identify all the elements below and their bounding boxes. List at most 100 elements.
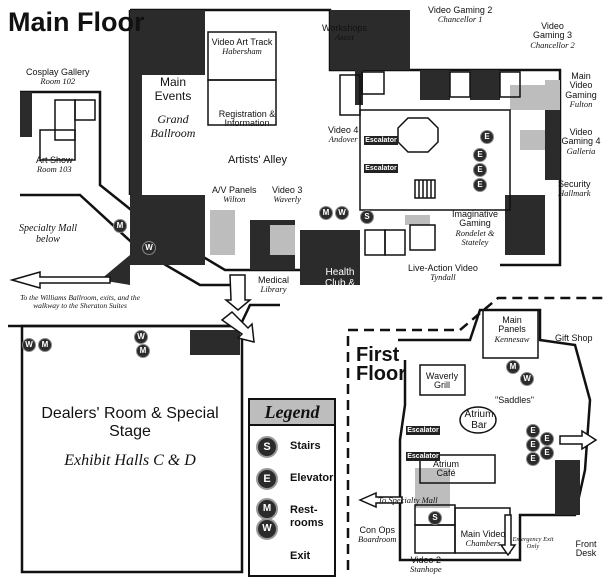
room-main-panels: Main Panels Kennesaw bbox=[488, 315, 536, 344]
room-con-ops: Con Ops Boardroom bbox=[358, 525, 397, 545]
elevator-icon: E bbox=[526, 424, 540, 438]
stairs-icon: S bbox=[256, 436, 278, 458]
room-name: Main Panels bbox=[498, 315, 526, 335]
room-name: Video Gaming 2 bbox=[428, 5, 493, 15]
room-workshops: Workshops Ascot bbox=[322, 23, 367, 43]
room-venue: Room 102 bbox=[40, 76, 76, 87]
room-imaginative-gaming: Imaginative Gaming Rondelet & Stateley bbox=[445, 209, 505, 247]
restroom-women-icon: W bbox=[142, 241, 156, 255]
room-video-gaming-2: Video Gaming 2 Chancellor 1 bbox=[428, 5, 493, 25]
room-venue: Galleria bbox=[566, 145, 596, 156]
room-av-panels: A/V Panels Wilton bbox=[212, 185, 257, 204]
room-registration: Registration & Information bbox=[218, 109, 276, 129]
room-video-gaming-3: Video Gaming 3 Chancellor 2 bbox=[525, 21, 580, 50]
main-floor-title: Main Floor bbox=[8, 7, 145, 37]
room-medical: Medical Library bbox=[258, 275, 290, 294]
restroom-women-icon: W bbox=[134, 330, 148, 344]
restroom-men-icon: M bbox=[319, 206, 333, 220]
room-name: Imaginative Gaming bbox=[451, 209, 499, 229]
room-name: Video 3 bbox=[272, 185, 303, 195]
escalator-label: Escalator bbox=[406, 452, 440, 461]
room-cosplay-gallery: Cosplay Gallery Room 102 bbox=[26, 67, 90, 87]
elevator-icon: E bbox=[473, 148, 487, 162]
room-video-4: Video 4 Andover bbox=[328, 125, 359, 145]
room-security: Security Hallmark bbox=[558, 179, 591, 199]
room-venue: Hallmark bbox=[558, 188, 591, 199]
room-name: Medical bbox=[258, 275, 290, 285]
room-name: A/V Panels bbox=[212, 185, 257, 195]
room-name: Main Events bbox=[154, 75, 192, 104]
specialty-mall-note: Specialty Mall below bbox=[18, 223, 78, 245]
room-gift-shop: Gift Shop bbox=[555, 333, 593, 343]
room-health-club: Health Club & Pool bbox=[324, 267, 355, 299]
elevator-icon: E bbox=[540, 446, 554, 460]
room-front-desk: Front Desk bbox=[575, 539, 597, 559]
room-name: Video 4 bbox=[328, 125, 359, 135]
legend: Legend S Stairs E Elevator M W Rest-room… bbox=[248, 398, 336, 577]
restroom-women-icon: W bbox=[256, 518, 278, 540]
emergency-exit-note: Emergency Exit Only bbox=[512, 536, 554, 551]
restroom-women-icon: W bbox=[335, 206, 349, 220]
restroom-men-icon: M bbox=[38, 338, 52, 352]
room-name: Main Video bbox=[460, 529, 506, 539]
room-venue: Chancellor 2 bbox=[530, 39, 575, 50]
room-main-video-gaming: Main Video Gaming Fulton bbox=[560, 71, 602, 109]
room-name: Dealers' Room & Special Stage bbox=[41, 405, 219, 441]
room-artists-alley: Artists' Alley bbox=[228, 154, 287, 166]
room-name: Cosplay Gallery bbox=[26, 67, 90, 77]
room-venue: Habersham bbox=[222, 46, 262, 57]
room-venue: Andover bbox=[328, 134, 358, 145]
room-venue: Rondelet & Stateley bbox=[455, 227, 495, 247]
room-name: Video Art Track bbox=[211, 37, 273, 47]
escalator-label: Escalator bbox=[364, 164, 398, 173]
elevator-icon: E bbox=[473, 163, 487, 177]
escalator-label: Escalator bbox=[406, 426, 440, 435]
room-video-3: Video 3 Waverly bbox=[272, 185, 303, 205]
restroom-men-icon: M bbox=[506, 360, 520, 374]
room-venue: Boardroom bbox=[358, 534, 397, 545]
restroom-men-icon: M bbox=[136, 344, 150, 358]
room-venue: Chambers bbox=[465, 538, 501, 549]
restroom-women-icon: W bbox=[520, 372, 534, 386]
room-venue: Stanhope bbox=[410, 564, 442, 575]
room-venue: Waverly bbox=[273, 194, 301, 205]
room-venue: Kennesaw bbox=[494, 333, 530, 344]
legend-exit-label: Exit bbox=[290, 550, 311, 562]
room-saddles: "Saddles" bbox=[495, 395, 534, 405]
room-live-action-video: Live-Action Video Tyndall bbox=[408, 263, 478, 283]
escalator-label: Escalator bbox=[364, 136, 398, 145]
room-name: Video Gaming 4 bbox=[561, 127, 601, 147]
elevator-icon: E bbox=[473, 178, 487, 192]
restroom-men-icon: M bbox=[256, 498, 278, 520]
room-atrium-bar: Atrium Bar bbox=[464, 409, 494, 431]
elevator-icon: E bbox=[480, 130, 494, 144]
legend-elevator-label: Elevator bbox=[290, 472, 334, 484]
legend-title: Legend bbox=[250, 400, 334, 426]
legend-restrooms-label: Rest-rooms bbox=[290, 504, 324, 529]
stairs-icon: S bbox=[360, 210, 374, 224]
room-name: Video Gaming 3 bbox=[532, 21, 573, 41]
stairs-icon: S bbox=[428, 511, 442, 525]
room-venue: Room 103 bbox=[36, 164, 72, 175]
room-video-2: Video 2 Stanhope bbox=[410, 555, 442, 575]
room-main-video: Main Video Chambers bbox=[458, 529, 508, 549]
room-name: Live-Action Video bbox=[408, 263, 478, 273]
elevator-icon: E bbox=[526, 452, 540, 466]
room-name: Security bbox=[558, 179, 591, 189]
room-venue: Tyndall bbox=[430, 272, 456, 283]
elevator-icon: E bbox=[526, 438, 540, 452]
dealers-room: Dealers' Room & Special Stage Exhibit Ha… bbox=[40, 405, 220, 470]
room-art-show: Art Show Room 103 bbox=[36, 155, 73, 175]
room-name: Con Ops bbox=[359, 525, 396, 535]
first-floor-title: First Floor bbox=[356, 344, 406, 385]
room-venue: Exhibit Halls C & D bbox=[64, 451, 196, 469]
room-venue: Ascot bbox=[334, 32, 354, 43]
room-name: Main Video Gaming bbox=[565, 71, 597, 100]
room-video-gaming-4: Video Gaming 4 Galleria bbox=[560, 127, 602, 156]
room-venue: Chancellor 1 bbox=[437, 14, 483, 25]
to-specialty-mall-note: To Specialty Mall bbox=[378, 495, 438, 505]
room-atrium-cafe: Atrium Café bbox=[432, 459, 459, 479]
restroom-men-icon: M bbox=[113, 219, 127, 233]
